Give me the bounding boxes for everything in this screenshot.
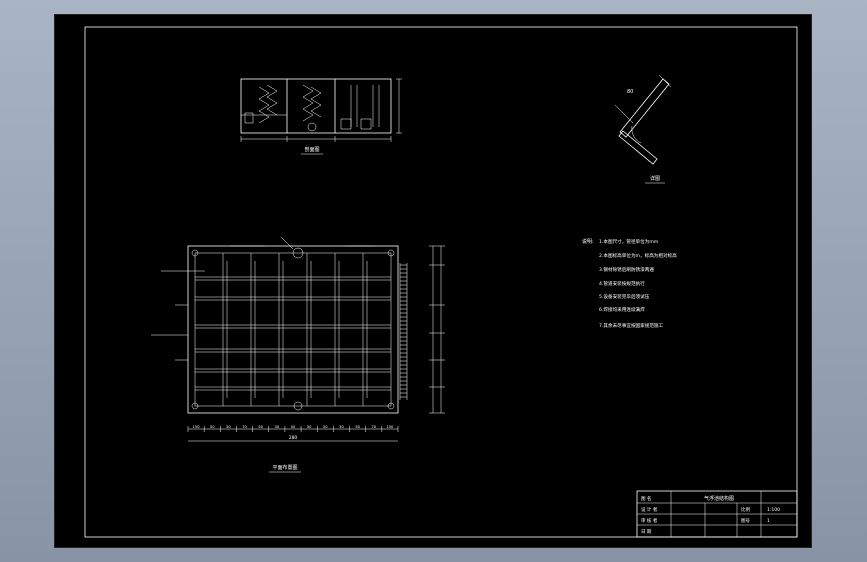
- bottom-dim-label: 150: [386, 425, 394, 429]
- notes-block: 说明: 1.本图尺寸，管径单位为mm 2.本图标高单位为m，标高为相对标高 3.…: [582, 238, 677, 329]
- detail-dim: 80: [627, 89, 633, 95]
- drawing-sheet: 剖面图 80 详图: [54, 14, 812, 548]
- note-1: 1.本图尺寸，管径单位为mm: [599, 238, 659, 245]
- plan-caption: 平面布置图: [272, 464, 297, 471]
- note-3: 3.钢材除锈后刷防锈漆两遍: [599, 266, 654, 273]
- note-2: 2.本图标高单位为m，标高为相对标高: [599, 252, 677, 259]
- bottom-dim-label: 70: [242, 425, 247, 429]
- note-7: 7.其余未尽事宜按国家规范施工: [599, 322, 664, 329]
- bottom-dim-label: 30: [275, 425, 280, 429]
- notes-heading: 说明:: [582, 238, 594, 245]
- detail-view: 80 详图: [614, 74, 672, 184]
- bottom-dim-label: 50: [226, 425, 231, 429]
- bottom-dim-label: 50: [210, 425, 215, 429]
- tb-r0c0: 图 名: [641, 495, 651, 502]
- plan-total-width: 280: [289, 435, 298, 441]
- note-5: 5.设备安装完毕后须试压: [599, 293, 650, 300]
- tb-r3c0: 日 期: [641, 529, 652, 535]
- tb-r1c3: 1:100: [767, 507, 780, 513]
- tb-r2c0: 审 核 者: [641, 517, 658, 524]
- plan-view: 150 50 50 70 50 30 50 50 50 30 50 70 150 280 平面布置图: [151, 236, 445, 473]
- section-view: 剖面图: [240, 78, 402, 155]
- drawing-frame: [84, 26, 798, 538]
- note-6: 6.焊接均采用连续满焊: [599, 306, 645, 313]
- bottom-dim-label: 50: [291, 425, 296, 429]
- bottom-dim-label: 50: [323, 425, 328, 429]
- bottom-dim-label: 150: [193, 425, 201, 429]
- bottom-dim-label: 30: [339, 425, 344, 429]
- note-4: 4.管道安装按规范执行: [599, 280, 645, 287]
- bottom-dim-label: 50: [307, 425, 312, 429]
- title-block: 气浮池结构图 图 名 设 计 者 比例 1:100 审 核 者 图号 1 日 期: [636, 490, 798, 538]
- tb-r1c2: 比例: [741, 506, 750, 513]
- tb-r2c3: 1: [767, 518, 770, 524]
- title-block-title: 气浮池结构图: [704, 495, 734, 502]
- tb-r2c2: 图号: [741, 518, 750, 524]
- drawing-canvas: 剖面图 80 详图: [84, 26, 798, 538]
- detail-caption: 详图: [650, 175, 660, 182]
- section-caption: 剖面图: [304, 146, 319, 153]
- bottom-dim-label: 50: [258, 425, 263, 429]
- tb-r1c0: 设 计 者: [641, 506, 658, 513]
- bottom-dim-label: 50: [355, 425, 360, 429]
- bottom-dim-label: 70: [371, 425, 376, 429]
